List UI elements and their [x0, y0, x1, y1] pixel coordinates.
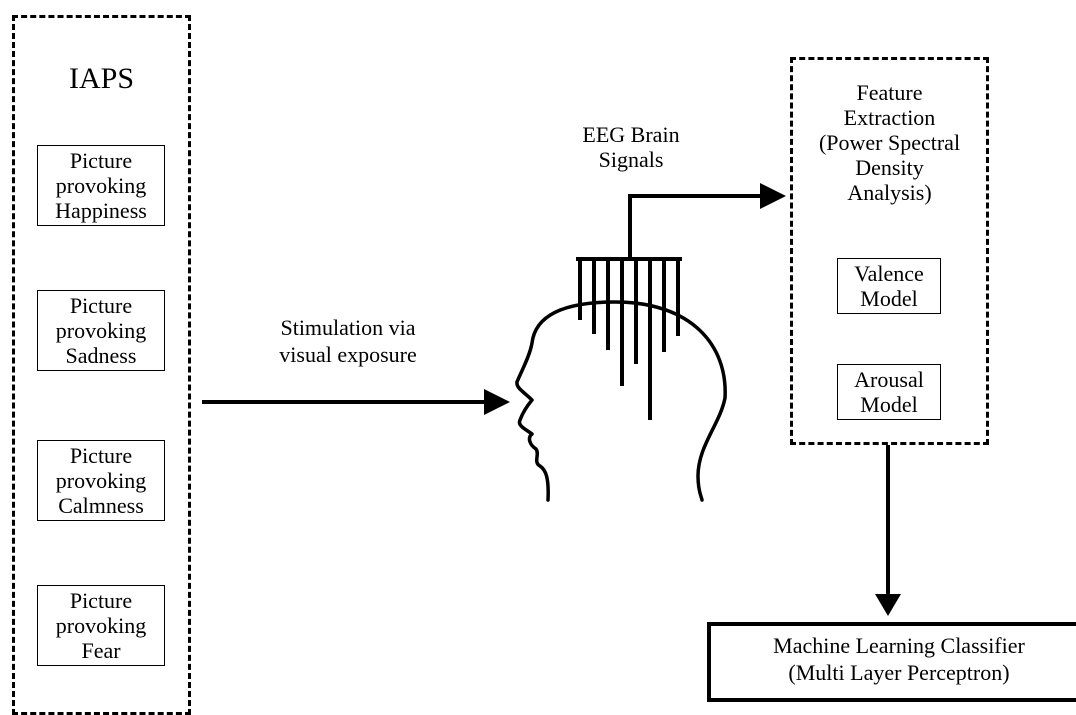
picture-box-line: Picture — [69, 293, 133, 318]
classifier-line: (Multi Layer Perceptron) — [788, 660, 1010, 685]
arousal-model-box: Arousal Model — [837, 364, 941, 420]
feature-extraction-panel — [790, 57, 989, 445]
arousal-model-line: Model — [860, 392, 918, 417]
picture-box-line: provoking — [55, 613, 147, 638]
arousal-model-line: Arousal — [854, 367, 924, 392]
picture-box-line: provoking — [55, 468, 147, 493]
human-head-icon — [515, 300, 727, 502]
eeg-electrodes-icon — [576, 257, 682, 420]
feature-extraction-line: (Power Spectral — [818, 130, 961, 155]
eeg-label-line: EEG Brain — [582, 122, 680, 147]
stimulation-label: Stimulation via visual exposure — [255, 314, 441, 368]
eeg-label-line: Signals — [598, 147, 664, 172]
feature-extraction-line: Feature — [856, 80, 923, 105]
valence-model-box: Valence Model — [837, 258, 941, 314]
valence-model-line: Model — [860, 286, 918, 311]
picture-box-line: Calmness — [58, 493, 144, 518]
diagram-graphics — [202, 183, 901, 616]
picture-box-calmness: Picture provoking Calmness — [37, 440, 165, 521]
picture-box-line: provoking — [55, 173, 147, 198]
iaps-title: IAPS — [68, 62, 135, 95]
picture-box-happiness: Picture provoking Happiness — [37, 145, 165, 226]
eeg-signals-label: EEG Brain Signals — [560, 122, 702, 172]
picture-box-sadness: Picture provoking Sadness — [37, 290, 165, 371]
feature-extraction-line: Analysis) — [847, 180, 932, 205]
stimulation-arrow — [202, 389, 510, 415]
valence-model-line: Valence — [854, 261, 924, 286]
feature-extraction-line: Density — [855, 155, 924, 180]
picture-box-line: Happiness — [55, 198, 147, 223]
classifier-arrow — [875, 445, 901, 616]
picture-box-line: Picture — [69, 443, 133, 468]
stimulation-label-line: Stimulation via — [280, 315, 416, 340]
feature-extraction-title: Feature Extraction (Power Spectral Densi… — [790, 80, 989, 205]
picture-box-line: Picture — [69, 588, 133, 613]
ml-classifier-box: Machine Learning Classifier (Multi Layer… — [707, 622, 1076, 702]
picture-box-line: provoking — [55, 318, 147, 343]
picture-box-fear: Picture provoking Fear — [37, 585, 165, 666]
picture-box-line: Sadness — [65, 343, 137, 368]
eeg-signal-arrow — [628, 183, 786, 259]
classifier-line: Machine Learning Classifier — [773, 633, 1025, 658]
picture-box-line: Picture — [69, 148, 133, 173]
picture-box-line: Fear — [81, 638, 121, 663]
feature-extraction-line: Extraction — [843, 105, 936, 130]
stimulation-label-line: visual exposure — [279, 342, 417, 367]
